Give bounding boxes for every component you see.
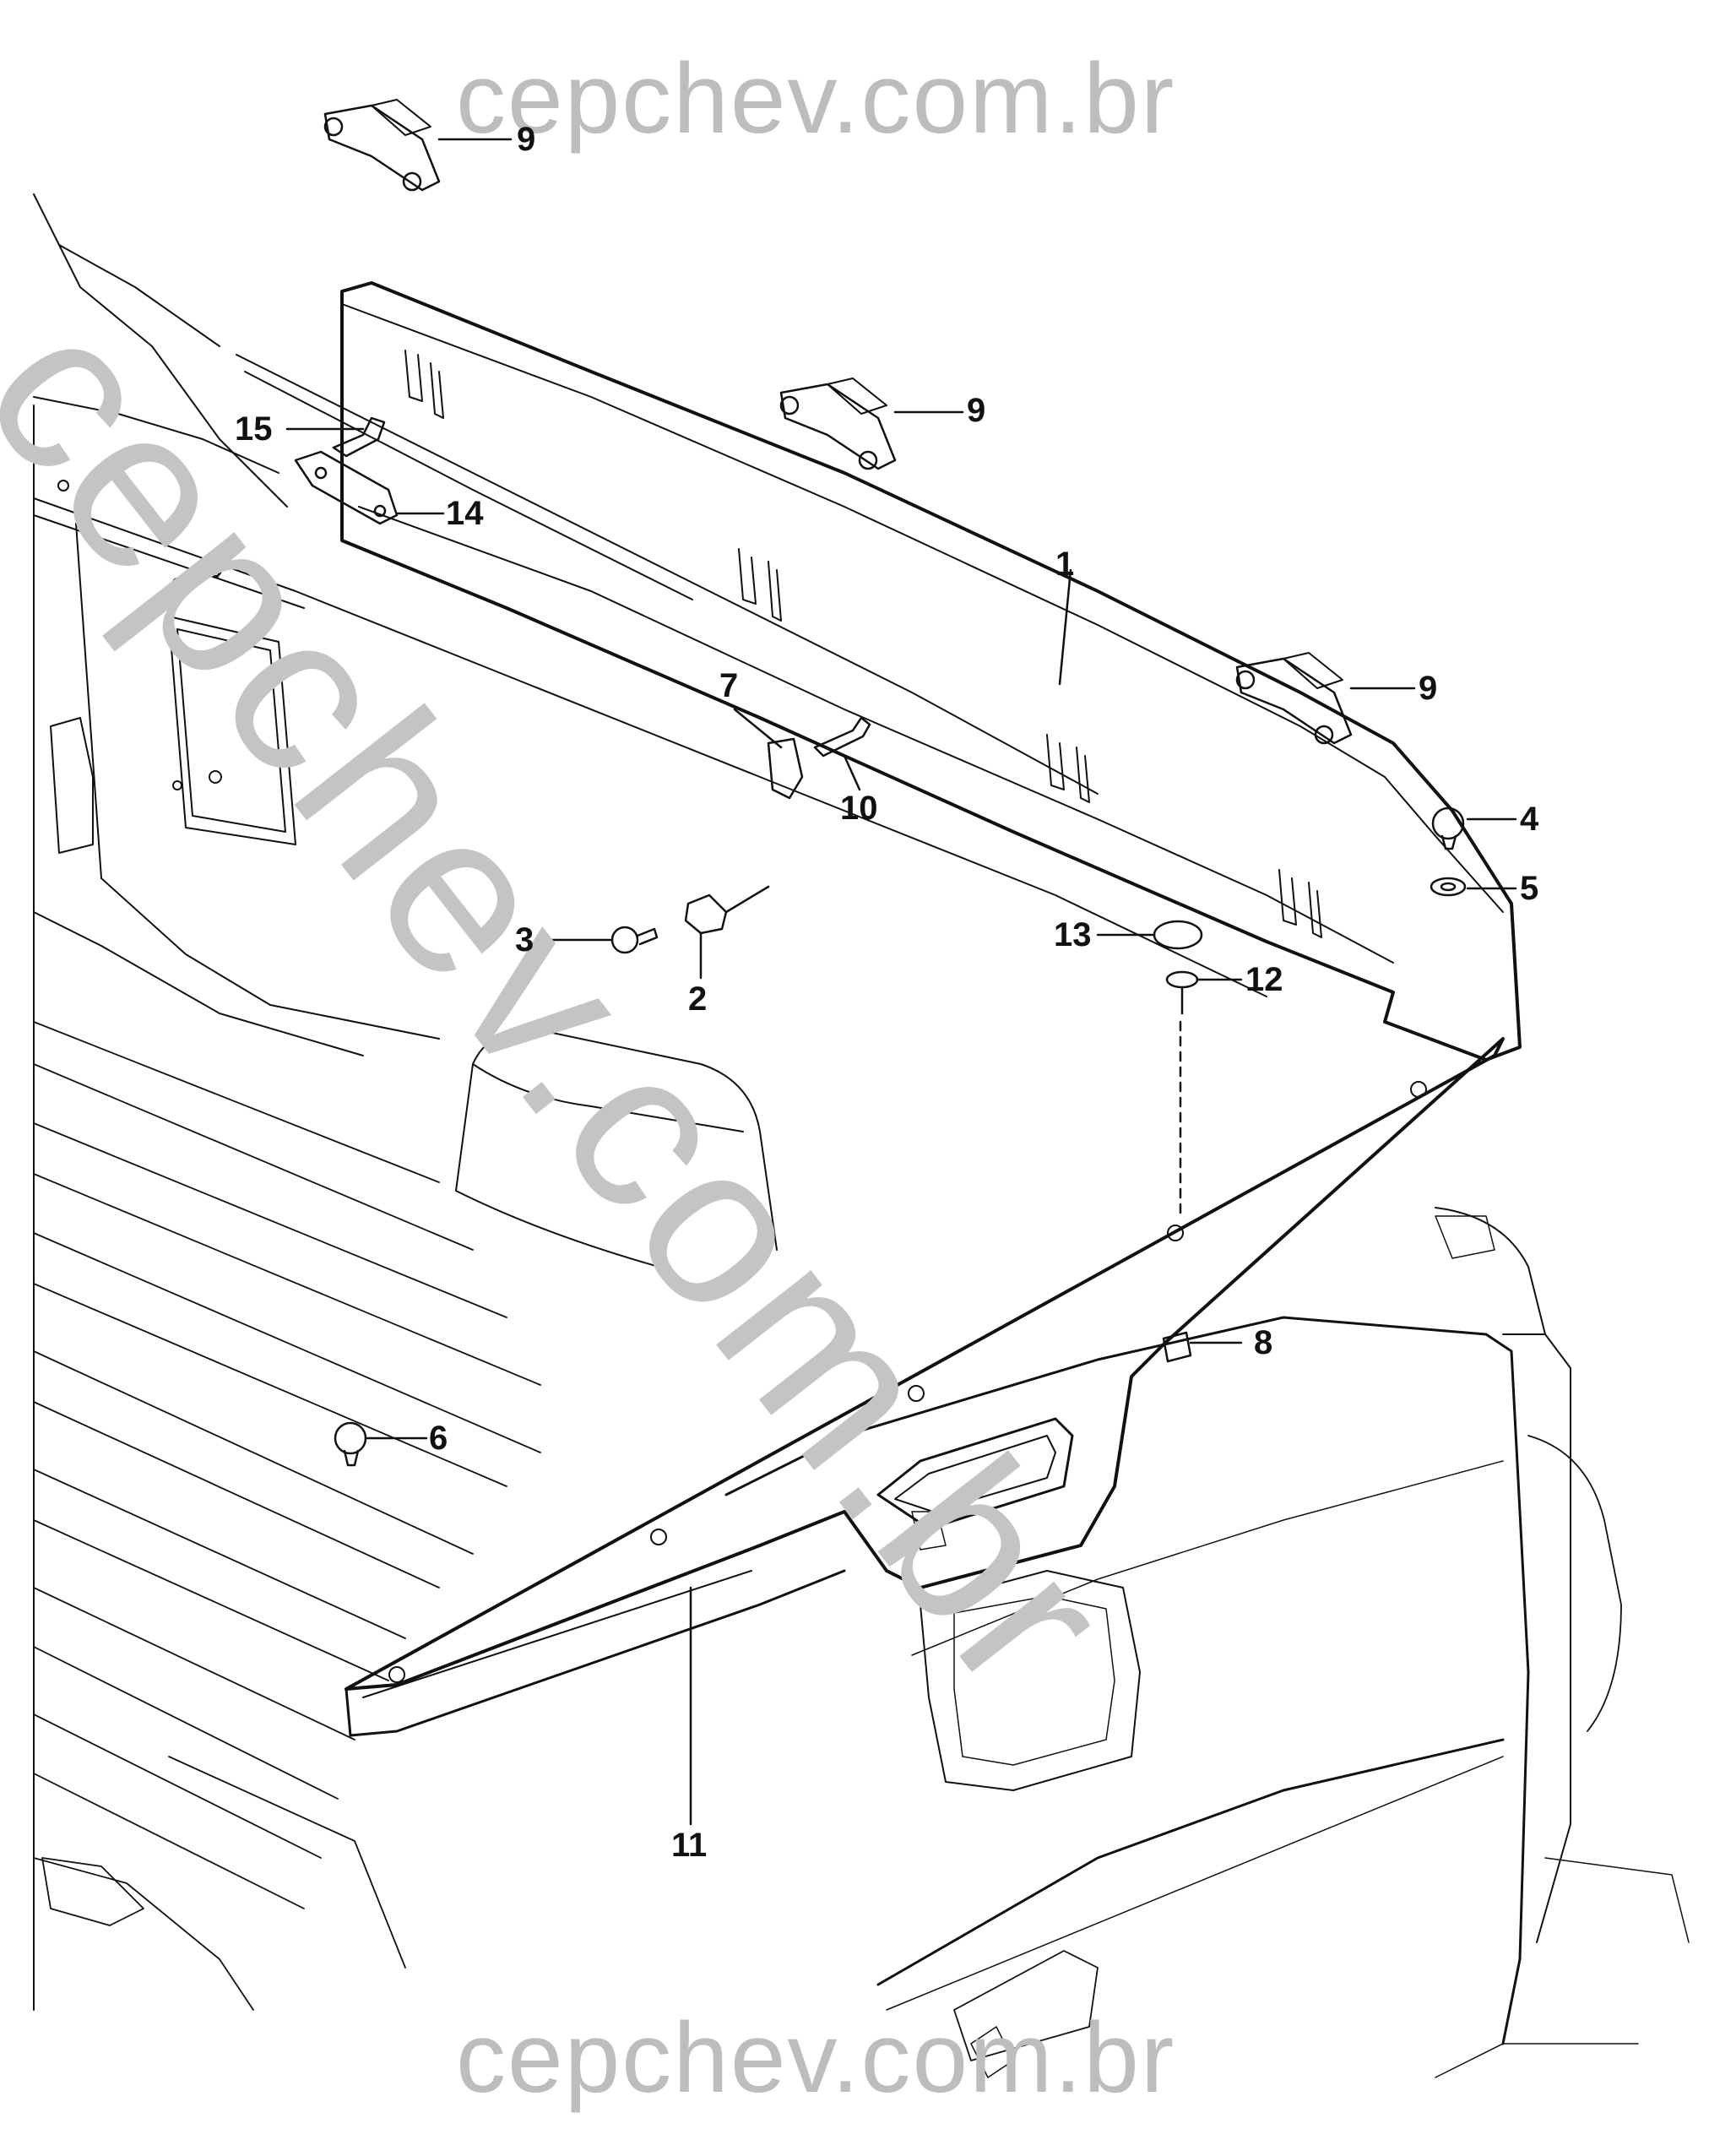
leader-lines [285,138,1517,1826]
watermark-bottom: cepchev.com.br [456,2002,1176,2114]
callout-13: 13 [1054,916,1092,953]
callout-6: 6 [429,1420,448,1457]
callout-15: 15 [235,410,273,448]
callout-2: 2 [688,980,708,1018]
callout-10: 10 [840,790,878,827]
callout-14: 14 [446,495,484,532]
callout-9-top: 9 [517,121,536,158]
callout-9-right: 9 [1419,670,1438,707]
callout-9-middle: 9 [967,392,986,429]
small-parts [294,99,1467,1467]
callout-4: 4 [1520,801,1539,838]
callout-7: 7 [719,667,739,704]
callout-5: 5 [1520,870,1539,907]
callout-1: 1 [1055,546,1075,583]
callout-3: 3 [515,921,534,959]
tailgate-body [724,1207,1690,2078]
wheel-well [455,1029,778,1268]
watermark-top: cepchev.com.br [456,43,1176,155]
tailgate-cap-part-11 [345,1037,1505,1737]
callout-8: 8 [1254,1324,1273,1361]
bed-floor [33,1021,541,2011]
bed-side-wall [33,193,1267,2011]
rail-part-1 [340,281,1522,1062]
callout-11: 11 [671,1827,708,1864]
callout-12: 12 [1245,961,1283,998]
